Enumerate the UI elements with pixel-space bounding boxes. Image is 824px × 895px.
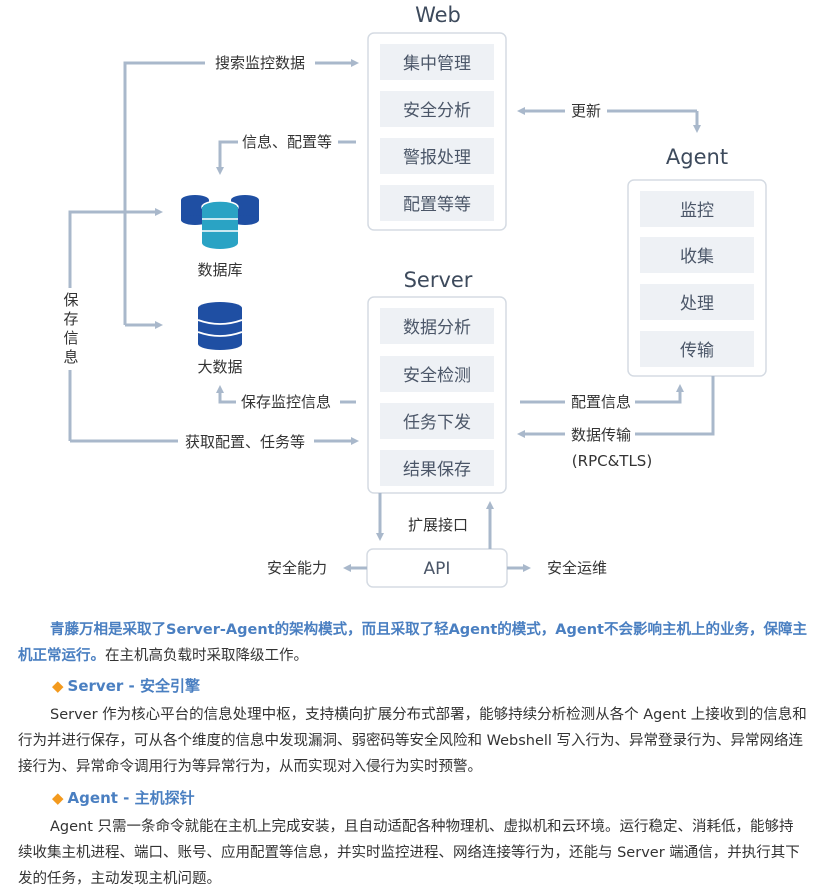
intro-paragraph: 青藤万相是采取了Server-Agent的架构模式，而且采取了轻Agent的模式… bbox=[18, 617, 808, 669]
server-item-bg bbox=[380, 308, 494, 344]
agent-title: Agent bbox=[666, 145, 728, 169]
diamond-icon: ◆ bbox=[52, 789, 64, 807]
agent-box bbox=[627, 179, 767, 377]
label-save-info-4: 息 bbox=[63, 348, 78, 366]
label-update: 更新 bbox=[571, 102, 601, 120]
agent-item-label: 传输 bbox=[680, 341, 714, 361]
label-extension: 扩展接口 bbox=[408, 516, 468, 534]
web-item-label: 警报处理 bbox=[403, 148, 471, 168]
server-item-bg bbox=[380, 450, 494, 486]
database-label: 数据库 bbox=[197, 261, 242, 279]
agent-heading: ◆Agent - 主机探针 bbox=[52, 787, 195, 808]
label-security-ops: 安全运维 bbox=[547, 559, 607, 577]
server-box bbox=[367, 296, 507, 494]
agent-heading-text: Agent - 主机探针 bbox=[67, 789, 195, 807]
database-icon bbox=[181, 195, 259, 249]
server-title: Server bbox=[404, 268, 473, 292]
label-save-info-3: 信 bbox=[63, 329, 78, 347]
label-save-info-2: 存 bbox=[63, 310, 78, 328]
server-item-label: 结果保存 bbox=[403, 460, 471, 480]
bigdata-label: 大数据 bbox=[197, 358, 242, 376]
web-item-bg bbox=[380, 185, 494, 221]
diamond-icon: ◆ bbox=[52, 677, 64, 695]
agent-body: Agent 只需一条命令就能在主机上完成安装，且自动适配各种物理机、虚拟机和云环… bbox=[18, 819, 800, 887]
server-item-label: 数据分析 bbox=[403, 318, 471, 338]
label-save-info-1: 保 bbox=[63, 291, 78, 309]
label-data-transfer: 数据传输 bbox=[571, 426, 631, 444]
api-label: API bbox=[424, 559, 451, 579]
web-item-bg bbox=[380, 138, 494, 174]
bigdata-icon bbox=[197, 302, 243, 350]
server-item-bg bbox=[380, 356, 494, 392]
agent-item-label: 监控 bbox=[680, 201, 714, 221]
agent-item-bg bbox=[640, 237, 754, 273]
web-item-label: 配置等等 bbox=[403, 195, 471, 215]
agent-paragraph: Agent 只需一条命令就能在主机上完成安装，且自动适配各种物理机、虚拟机和云环… bbox=[18, 814, 808, 892]
agent-item-label: 收集 bbox=[680, 247, 714, 267]
label-get-config: 获取配置、任务等 bbox=[185, 433, 305, 451]
web-item-label: 集中管理 bbox=[403, 54, 471, 74]
label-save-monitor: 保存监控信息 bbox=[241, 393, 331, 411]
web-item-bg bbox=[380, 91, 494, 127]
server-paragraph: Server 作为核心平台的信息处理中枢，支持横向扩展分布式部署，能够持续分析检… bbox=[18, 702, 808, 780]
server-heading: ◆Server - 安全引擎 bbox=[52, 675, 200, 696]
server-item-bg bbox=[380, 403, 494, 439]
web-box bbox=[367, 32, 507, 231]
web-item-label: 安全分析 bbox=[403, 101, 471, 121]
agent-item-label: 处理 bbox=[680, 294, 714, 314]
web-title: Web bbox=[415, 3, 461, 27]
web-item-bg bbox=[380, 44, 494, 80]
server-heading-text: Server - 安全引擎 bbox=[67, 677, 200, 695]
server-item-label: 任务下发 bbox=[403, 413, 471, 433]
agent-item-bg bbox=[640, 191, 754, 227]
architecture-diagram: Web 集中管理 安全分析 警报处理 配置等等 Agent 监控 收集 处理 传… bbox=[63, 3, 767, 588]
label-info-config: 信息、配置等 bbox=[242, 133, 332, 151]
agent-item-bg bbox=[640, 331, 754, 367]
agent-item-bg bbox=[640, 284, 754, 320]
label-rpc: (RPC&TLS) bbox=[572, 452, 652, 470]
label-config-info: 配置信息 bbox=[571, 393, 631, 411]
label-search: 搜索监控数据 bbox=[215, 54, 305, 72]
server-body: Server 作为核心平台的信息处理中枢，支持横向扩展分布式部署，能够持续分析检… bbox=[18, 707, 807, 775]
intro-rest: 在主机高负载时采取降级工作。 bbox=[105, 648, 308, 664]
intro-lead: 青藤万相是采取了Server-Agent的架构模式，而且采取了轻Agent的模式… bbox=[18, 622, 807, 664]
server-item-label: 安全检测 bbox=[403, 366, 471, 386]
label-security-ability: 安全能力 bbox=[267, 559, 327, 577]
